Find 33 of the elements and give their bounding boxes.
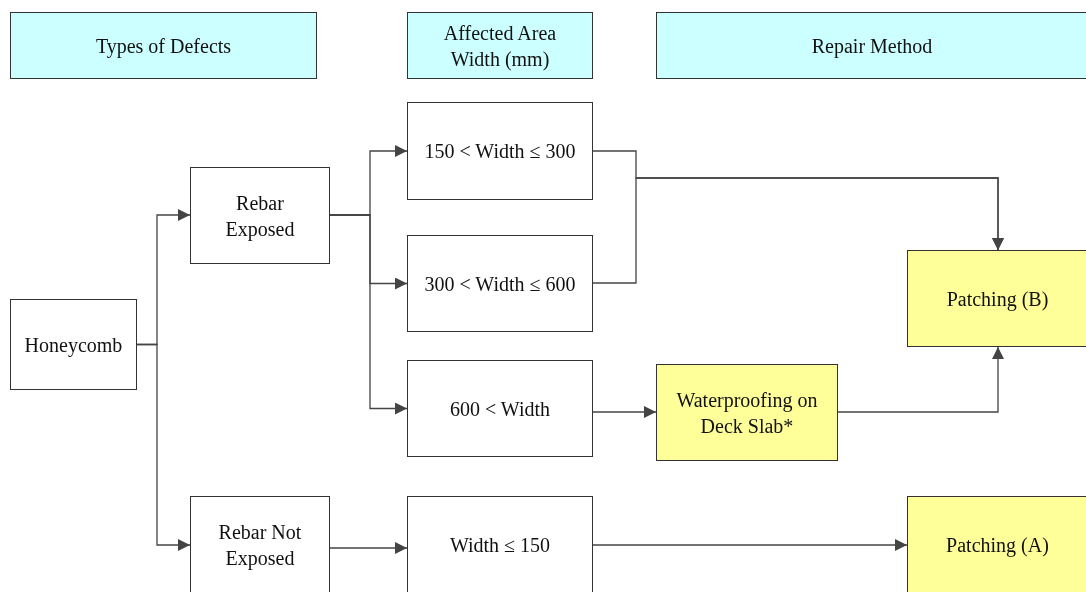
node-label: 600 < Width bbox=[448, 396, 552, 422]
node-label: Patching (A) bbox=[945, 533, 1050, 558]
node-label: Waterproofing on Deck Slab* bbox=[675, 387, 819, 439]
node-label: Rebar Exposed bbox=[224, 190, 296, 242]
node-label: 150 < Width ≤ 300 bbox=[423, 139, 577, 164]
process-box bbox=[10, 299, 137, 390]
node-label: 300 < Width ≤ 600 bbox=[423, 271, 577, 297]
process-box bbox=[190, 167, 330, 264]
column-header bbox=[407, 12, 593, 79]
arrow bbox=[592, 406, 657, 418]
arrow bbox=[592, 177, 1004, 284]
repair-method-box bbox=[907, 496, 1086, 592]
arrow bbox=[329, 214, 408, 415]
process-box bbox=[407, 102, 593, 200]
node-label: Affected Area Width (mm) bbox=[442, 20, 558, 72]
node-label: Honeycomb bbox=[23, 332, 124, 358]
process-box bbox=[407, 360, 593, 457]
column-header bbox=[10, 12, 317, 79]
process-box bbox=[407, 235, 593, 332]
node-label: Width ≤ 150 bbox=[448, 533, 552, 558]
node-label: Rebar Not Exposed bbox=[217, 520, 303, 571]
arrow bbox=[136, 343, 191, 551]
column-header bbox=[656, 12, 1086, 79]
node-label: Repair Method bbox=[810, 33, 934, 59]
node-label: Patching (B) bbox=[945, 286, 1050, 312]
process-box bbox=[407, 496, 593, 592]
arrow bbox=[837, 346, 1004, 413]
repair-method-box bbox=[656, 364, 838, 461]
process-box bbox=[190, 496, 330, 592]
node-label: Types of Defects bbox=[94, 33, 233, 59]
arrow bbox=[329, 542, 408, 554]
arrow bbox=[592, 539, 908, 551]
repair-method-box bbox=[907, 250, 1086, 347]
